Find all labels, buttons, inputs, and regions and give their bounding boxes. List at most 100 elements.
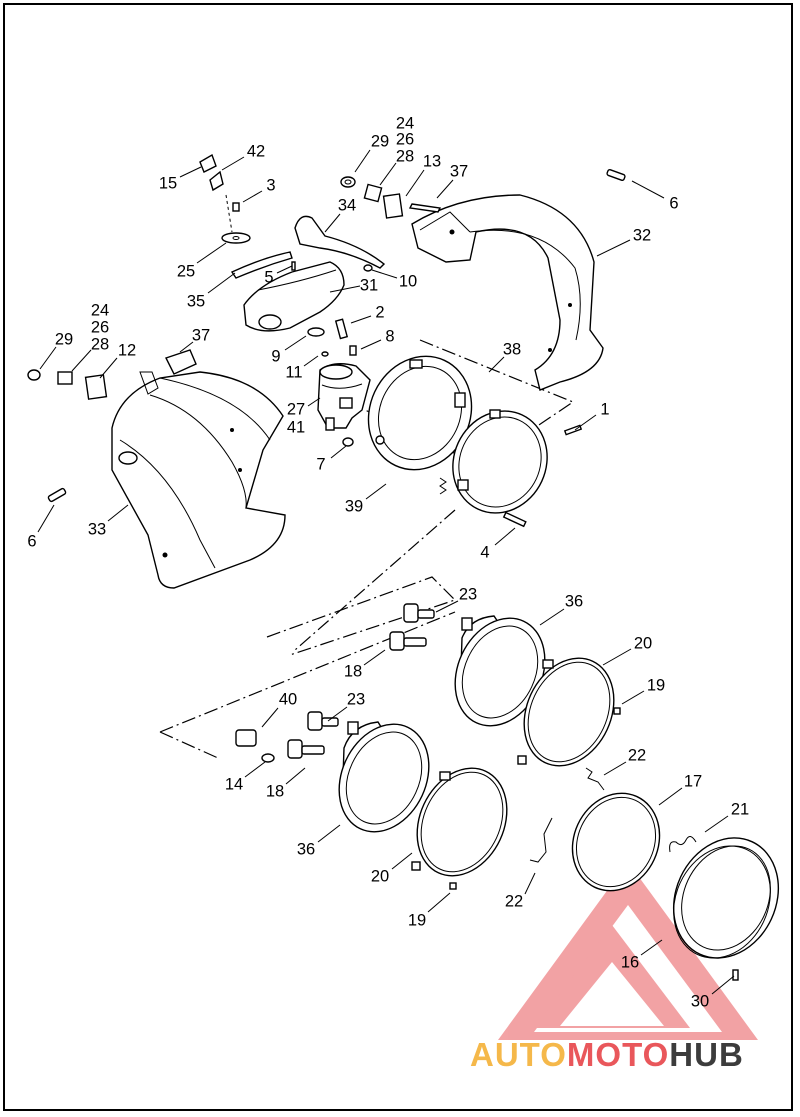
callout-15: 15 <box>159 166 202 192</box>
callout-leader-line <box>221 156 245 171</box>
upper-cover-part <box>243 261 345 332</box>
gasket-ring-part <box>571 792 661 892</box>
headlamp-lower-part <box>338 721 430 833</box>
callout-label: 7 <box>316 455 325 473</box>
callout-leader-line <box>539 608 565 626</box>
callout-leader-line <box>427 892 451 913</box>
assembly-lines <box>159 339 575 759</box>
brand-part-hub: HUB <box>669 1036 744 1073</box>
gasket-parts <box>221 232 293 279</box>
callout-16: 16 <box>621 939 663 971</box>
callout-leader-line <box>107 504 129 522</box>
callout-leader-line <box>324 213 341 233</box>
callout-label: 15 <box>159 174 177 192</box>
callout-19: 19 <box>408 892 451 929</box>
callout-leader-line <box>39 346 57 370</box>
callout-label: 19 <box>408 911 426 929</box>
callout-label: 31 <box>360 276 378 294</box>
callout-label: 6 <box>669 194 678 212</box>
callout-28: 28 <box>71 335 109 372</box>
switch-parts <box>27 176 404 400</box>
callout-label: 36 <box>297 840 315 858</box>
callout-29: 29 <box>39 330 73 370</box>
callout-leader-line <box>285 767 306 785</box>
trim-strip-part <box>294 215 386 269</box>
callout-leader-line <box>242 190 263 203</box>
callout-label: 24 <box>91 301 109 319</box>
callout-5: 5 <box>264 265 293 286</box>
callout-20: 20 <box>371 852 413 885</box>
brand-wordmark: AUTOMOTOHUB <box>470 1036 744 1073</box>
callout-leader-line <box>621 690 645 705</box>
callout-label: 42 <box>247 142 265 160</box>
callout-19: 19 <box>621 676 665 705</box>
callout-leader-line <box>37 504 55 533</box>
callout-24: 24 <box>396 114 414 132</box>
callout-label: 32 <box>633 226 651 244</box>
callout-33: 33 <box>88 504 129 538</box>
callout-17: 17 <box>658 772 702 806</box>
callout-29: 29 <box>354 132 389 173</box>
callout-leader-line <box>261 707 279 728</box>
callout-leader-line <box>303 355 319 367</box>
callout-35: 35 <box>187 272 236 310</box>
callout-leader-line <box>360 339 382 350</box>
callout-label: 23 <box>347 690 365 708</box>
callout-label: 28 <box>396 147 414 165</box>
pin-parts <box>47 168 626 503</box>
callout-18: 18 <box>344 649 386 680</box>
callout-label: 8 <box>385 327 394 345</box>
trim-bezel-part <box>672 837 780 981</box>
callout-26: 26 <box>91 318 109 336</box>
callout-label: 35 <box>187 292 205 310</box>
callout-label: 40 <box>279 690 297 708</box>
callout-30: 30 <box>691 975 735 1010</box>
callout-36: 36 <box>297 824 341 858</box>
callout-leader-line <box>391 852 413 870</box>
headlamp-ring-part <box>439 409 548 514</box>
callout-12: 12 <box>99 341 136 379</box>
callout-37: 37 <box>436 162 468 199</box>
callout-39: 39 <box>345 483 387 515</box>
callout-25: 25 <box>177 242 227 280</box>
adjuster-motor-part <box>317 363 371 447</box>
callout-40: 40 <box>261 690 297 728</box>
callout-label: 20 <box>371 867 389 885</box>
callout-leader-line <box>276 265 293 274</box>
left-housing-part <box>111 371 286 589</box>
callout-leader-line <box>207 272 236 294</box>
callout-label: 4 <box>480 543 489 561</box>
callout-leader-line <box>488 356 505 373</box>
callout-leader-line <box>524 872 536 895</box>
retaining-ring-parts <box>411 657 621 890</box>
callout-leader-line <box>99 357 118 379</box>
callout-28: 28 <box>379 147 414 186</box>
callout-label: 34 <box>338 196 356 214</box>
diagram-frame <box>3 3 793 1111</box>
callout-leader-line <box>435 600 459 613</box>
callout-6: 6 <box>27 504 55 550</box>
assembly-line-lamp-bottom <box>159 611 456 733</box>
callout-label: 30 <box>691 992 709 1010</box>
right-housing-part <box>411 194 604 391</box>
callout-label: 6 <box>27 532 36 550</box>
assembly-line-lamp-top <box>266 576 457 656</box>
callout-leader-line <box>704 815 729 833</box>
callout-label: 29 <box>371 132 389 150</box>
callout-label: 9 <box>271 347 280 365</box>
callout-leader-line <box>330 445 347 459</box>
svg-text:AUTOMOTOHUB: AUTOMOTOHUB <box>470 1036 744 1073</box>
callout-24: 24 <box>91 301 109 319</box>
callout-label: 1 <box>600 400 609 418</box>
callout-label: 29 <box>55 330 73 348</box>
callout-label: 14 <box>225 775 243 793</box>
callout-4: 4 <box>480 527 516 561</box>
callout-14: 14 <box>225 761 266 793</box>
callout-label: 19 <box>647 676 665 694</box>
callout-label: 2 <box>375 303 384 321</box>
callout-label: 12 <box>118 341 136 359</box>
callout-2: 2 <box>350 303 385 324</box>
callout-leader-line <box>317 824 341 843</box>
